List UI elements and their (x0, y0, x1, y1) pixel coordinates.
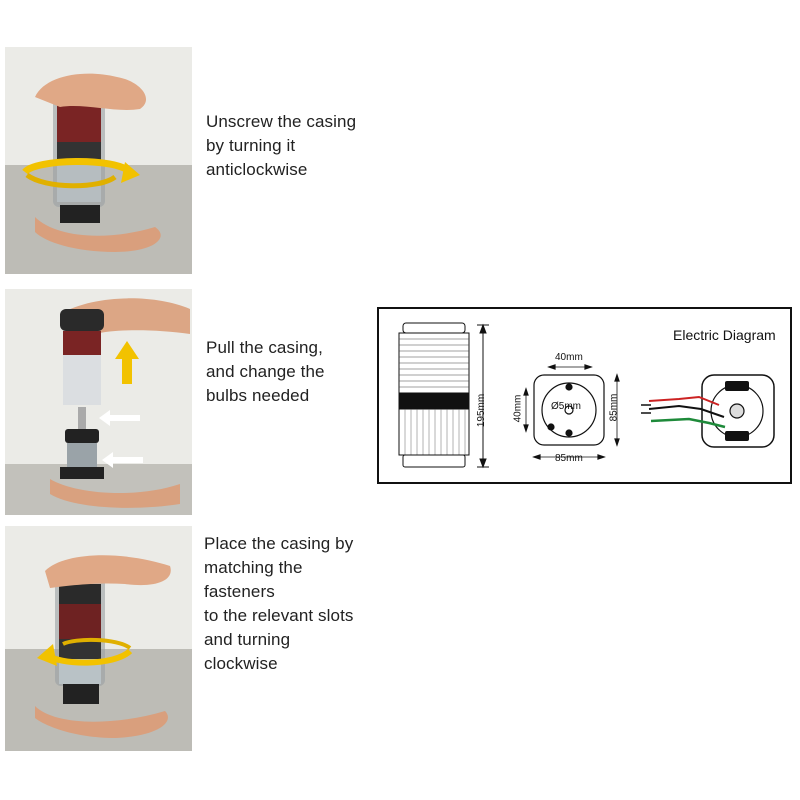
step-3-line-5: and turning (204, 630, 291, 649)
step-3-instructions: Place the casing by matching the fastene… (204, 532, 354, 676)
photo-change-bulbs (5, 289, 192, 515)
step-3-line-1: Place the casing by (204, 534, 354, 553)
dim-bottom-width-label: 85mm (555, 453, 583, 464)
step-3-line-6: clockwise (204, 654, 278, 673)
wiring-drawing (641, 374, 775, 448)
step-3-line-2: matching the (204, 558, 303, 577)
step-2-line-2: and change the (206, 362, 325, 381)
dim-height-label: 195mm (476, 393, 488, 428)
dim-right-height-label: 85mm (608, 393, 620, 422)
dim-left-height-label: 40mm (512, 394, 524, 423)
step-3-line-4: to the relevant slots (204, 606, 354, 625)
step-2-instructions: Pull the casing, and change the bulbs ne… (206, 336, 325, 408)
step-2-line-3: bulbs needed (206, 386, 310, 405)
photo-place-casing (5, 526, 192, 751)
electric-diagram-panel: Electric Diagram 195mm 40mm 40mm Ø5mm 85… (377, 307, 792, 484)
step-1-line-1: Unscrew the casing (206, 112, 357, 131)
dim-hole-label: Ø5mm (551, 401, 581, 412)
step-1-line-3: anticlockwise (206, 160, 308, 179)
side-view-drawing (398, 322, 489, 469)
step-3-line-3: fasteners (204, 582, 275, 601)
step-1-instructions: Unscrew the casing by turning it anticlo… (206, 110, 356, 182)
step-1-line-2: by turning it (206, 136, 296, 155)
base-plan-drawing (523, 364, 620, 460)
diagram-title: Electric Diagram (673, 327, 776, 343)
photo-unscrew-casing (5, 47, 192, 274)
dimension-drawing (398, 322, 775, 469)
step-2-line-1: Pull the casing, (206, 338, 323, 357)
dim-top-width-label: 40mm (555, 352, 583, 363)
